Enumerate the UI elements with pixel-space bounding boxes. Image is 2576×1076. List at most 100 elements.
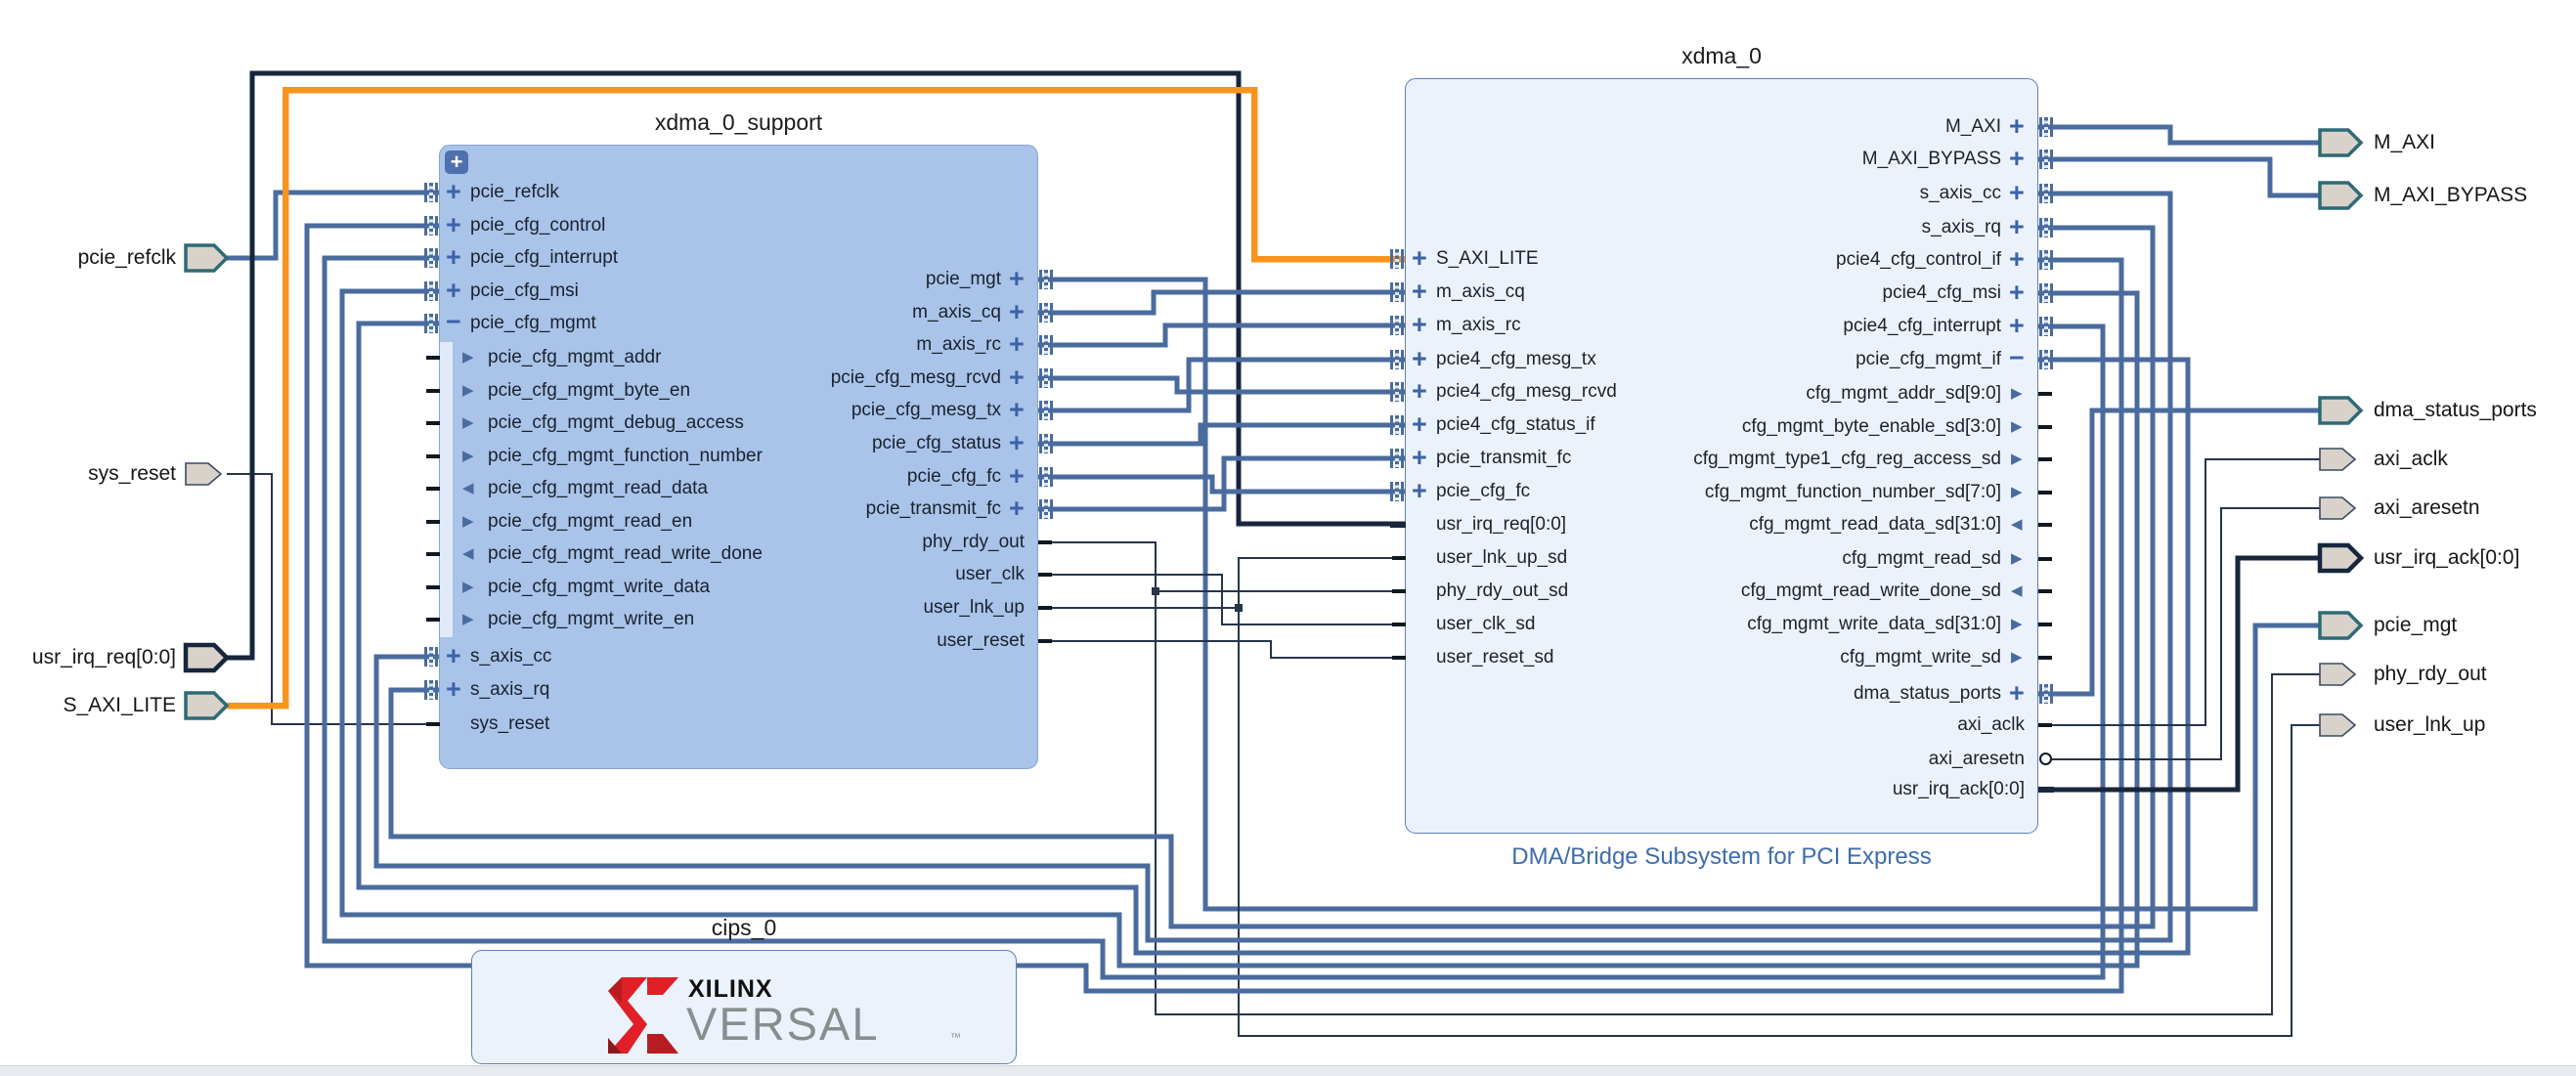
pin-plus-icon[interactable]: + <box>1009 461 1025 491</box>
pin-stub-user_reset_sd[interactable] <box>1392 656 1406 660</box>
pin-plus-icon[interactable]: + <box>2009 212 2025 241</box>
pin-stub-s_axis_rq[interactable] <box>424 680 439 700</box>
wire-axi_aresetn[interactable] <box>2052 507 2320 760</box>
pin-stub-M_AXI[interactable] <box>2039 117 2054 137</box>
pin-stub-pcie_cfg_fc[interactable] <box>1390 482 1405 501</box>
pin-plus-icon[interactable]: + <box>1009 264 1025 293</box>
wire-pcie_transmit_fc[interactable] <box>1038 455 1405 512</box>
pin-plus-icon[interactable]: + <box>446 177 461 206</box>
wire-pcie_mgt[interactable] <box>1038 277 2320 912</box>
wire-pcie_cfg_control_loop[interactable] <box>304 223 2124 994</box>
wire-user_lnk_up_sd[interactable] <box>1038 557 1405 609</box>
pin-stub-pcie_cfg_mesg_rcvd[interactable] <box>1039 368 1054 388</box>
pin-plus-icon[interactable]: + <box>1412 243 1427 273</box>
pin-stub-pcie_cfg_interrupt[interactable] <box>424 248 439 268</box>
block-xdma-0-support[interactable] <box>439 145 1038 769</box>
pin-plus-icon[interactable]: + <box>1009 297 1025 326</box>
pin-stub-pcie_cfg_mgmt_byte_en[interactable] <box>426 389 440 393</box>
pin-plus-icon[interactable]: + <box>1412 476 1427 505</box>
pin-stub-usr_irq_ack[0:0][interactable] <box>2038 787 2054 793</box>
pin-stub-sys_reset[interactable] <box>426 722 440 726</box>
external-port-axi_aclk[interactable] <box>2319 448 2357 471</box>
pin-stub-pcie_cfg_mgmt_addr[interactable] <box>426 356 440 360</box>
pin-stub-cfg_mgmt_addr_sd[9:0][interactable] <box>2038 392 2052 396</box>
pin-stub-cfg_mgmt_write_data_sd[31:0][interactable] <box>2038 623 2052 626</box>
external-port-usr_irq_ack[0:0][interactable] <box>2317 542 2365 574</box>
wire-sys_reset[interactable] <box>227 473 439 725</box>
pin-plus-icon[interactable]: + <box>1009 428 1025 457</box>
pin-stub-pcie_cfg_mgmt_write_data[interactable] <box>426 585 440 589</box>
pin-stub-usr_irq_req[0:0][interactable] <box>1390 522 1406 528</box>
pin-plus-icon[interactable]: + <box>446 242 461 272</box>
pin-plus-icon[interactable]: + <box>1009 363 1025 392</box>
pin-plus-icon[interactable]: + <box>1412 277 1427 306</box>
external-port-usr_irq_req[0:0][interactable] <box>183 642 231 673</box>
pin-stub-pcie_cfg_mgmt[interactable] <box>424 314 439 333</box>
pin-stub-pcie_cfg_mgmt_if[interactable] <box>2039 350 2054 369</box>
external-port-axi_aresetn[interactable] <box>2319 496 2357 520</box>
wire-user_reset_sd[interactable] <box>1038 640 1405 659</box>
wire-user_lnk_up_ext[interactable] <box>1238 608 2320 1037</box>
pin-stub-pcie_cfg_mgmt_read_en[interactable] <box>426 520 440 524</box>
wire-pcie_cfg_mesg_tx[interactable] <box>1038 357 1405 413</box>
pin-stub-pcie4_cfg_msi[interactable] <box>2039 283 2054 303</box>
external-port-S_AXI_LITE[interactable] <box>184 691 230 720</box>
pin-stub-cfg_mgmt_function_number_sd[7:0][interactable] <box>2038 491 2052 495</box>
wire-phy_rdy_out_sd[interactable] <box>1038 541 1405 592</box>
pin-plus-icon[interactable]: + <box>2009 278 2025 307</box>
pin-plus-icon[interactable]: + <box>1412 310 1427 339</box>
pin-stub-pcie_cfg_mesg_tx[interactable] <box>1039 401 1054 420</box>
wire-S_AXI_LITE[interactable] <box>227 86 1405 710</box>
pin-stub-cfg_mgmt_type1_cfg_reg_access_sd[interactable] <box>2038 457 2052 461</box>
expand-block-icon[interactable]: + <box>445 151 468 174</box>
bottom-scrollbar-strip[interactable] <box>0 1065 2576 1076</box>
pin-stub-pcie_cfg_mgmt_debug_access[interactable] <box>426 421 440 425</box>
pin-stub-cfg_mgmt_read_sd[interactable] <box>2038 557 2052 561</box>
pin-stub-pcie4_cfg_mesg_tx[interactable] <box>1390 350 1405 369</box>
pin-stub-S_AXI_LITE[interactable] <box>1390 249 1405 269</box>
pin-plus-icon[interactable]: + <box>1009 494 1025 523</box>
wire-usr_irq_ack[interactable] <box>2038 555 2320 793</box>
pin-stub-pcie_mgt[interactable] <box>1039 270 1054 289</box>
wire-pcie_cfg_mgmt_loop[interactable] <box>356 321 2191 956</box>
pin-plus-icon[interactable]: + <box>446 641 461 670</box>
pin-stub-pcie_transmit_fc[interactable] <box>1390 449 1405 468</box>
pin-plus-icon[interactable]: + <box>1412 443 1427 472</box>
pin-stub-pcie_cfg_mgmt_function_number[interactable] <box>426 454 440 458</box>
pin-stub-pcie_cfg_mgmt_write_en[interactable] <box>426 618 440 622</box>
pin-stub-pcie4_cfg_control_if[interactable] <box>2039 250 2054 270</box>
wire-s_axis_cc_loop[interactable] <box>373 191 2173 943</box>
pin-stub-cfg_mgmt_read_data_sd[31:0][interactable] <box>2038 523 2052 527</box>
pin-stub-m_axis_cq[interactable] <box>1039 303 1054 323</box>
wire-user_clk_sd[interactable] <box>1038 574 1405 625</box>
pin-plus-icon[interactable]: + <box>446 276 461 305</box>
pin-plus-icon[interactable]: + <box>1009 395 1025 424</box>
pin-stub-pcie4_cfg_mesg_rcvd[interactable] <box>1390 382 1405 402</box>
pin-plus-icon[interactable]: + <box>2009 111 2025 141</box>
wire-axi_aclk[interactable] <box>2052 458 2320 726</box>
wire-M_AXI[interactable] <box>2038 124 2320 146</box>
pin-stub-pcie_transmit_fc[interactable] <box>1039 499 1054 519</box>
external-port-sys_reset[interactable] <box>185 462 223 486</box>
pin-plus-icon[interactable]: + <box>2009 244 2025 274</box>
pin-stub-phy_rdy_out_sd[interactable] <box>1392 589 1406 593</box>
block-cips-0[interactable] <box>471 950 1017 1064</box>
pin-stub-pcie_cfg_mgmt_read_write_done[interactable] <box>426 552 440 556</box>
external-port-dma_status_ports[interactable] <box>2318 396 2364 425</box>
pin-plus-icon[interactable]: + <box>1412 376 1427 406</box>
pin-stub-pcie_cfg_msi[interactable] <box>424 281 439 301</box>
wire-dma_status_ports[interactable] <box>2038 408 2320 697</box>
external-port-phy_rdy_out[interactable] <box>2319 663 2357 686</box>
pin-stub-axi_aresetn[interactable] <box>2039 753 2052 765</box>
pin-stub-user_clk_sd[interactable] <box>1392 623 1406 626</box>
wire-usr_irq_req[interactable] <box>227 70 1405 661</box>
pin-stub-user_reset[interactable] <box>1038 639 1052 643</box>
external-port-user_lnk_up[interactable] <box>2319 713 2357 737</box>
pin-stub-cfg_mgmt_read_write_done_sd[interactable] <box>2038 589 2052 593</box>
pin-stub-pcie4_cfg_status_if[interactable] <box>1390 415 1405 435</box>
wire-pcie_cfg_mesg_rcvd[interactable] <box>1038 375 1405 395</box>
external-port-pcie_mgt[interactable] <box>2318 611 2364 640</box>
wire-phy_rdy_out_ext[interactable] <box>1155 591 2320 1015</box>
wire-M_AXI_BYPASS[interactable] <box>2038 156 2320 198</box>
pin-stub-pcie_refclk[interactable] <box>424 183 439 202</box>
